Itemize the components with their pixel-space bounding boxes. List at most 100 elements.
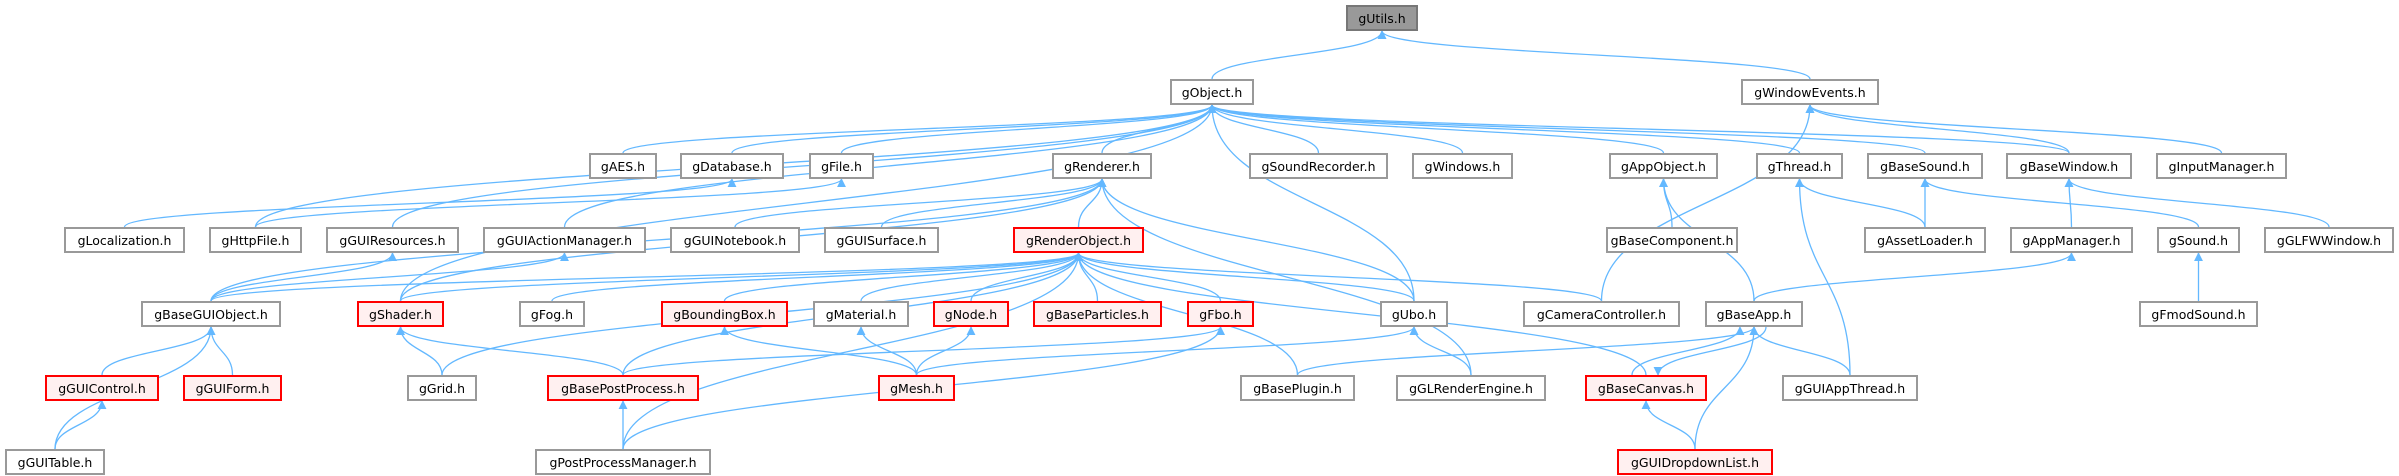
node-gGLRenderEngine[interactable]: gGLRenderEngine.h — [1396, 375, 1546, 401]
node-gBoundingBox[interactable]: gBoundingBox.h — [661, 301, 788, 327]
edge-gGUIActionManager-to-gObject — [563, 104, 1217, 228]
node-gMesh[interactable]: gMesh.h — [878, 375, 955, 401]
node-gGUINotebook[interactable]: gGUINotebook.h — [670, 227, 800, 253]
edge-gBaseApp-to-gBaseCanvas — [1653, 326, 1767, 376]
edge-gGUINotebook-to-gRenderer — [734, 178, 1107, 228]
edge-gAssetLoader-to-gThread — [1795, 178, 1926, 228]
node-gUtils[interactable]: gUtils.h — [1346, 5, 1418, 31]
edge-gInputManager-to-gWindowEvents — [1805, 104, 2223, 154]
node-gSoundRecorder[interactable]: gSoundRecorder.h — [1249, 153, 1388, 179]
node-gGUISurface[interactable]: gGUISurface.h — [824, 227, 939, 253]
edge-gFog-to-gRenderObject — [551, 252, 1083, 302]
edge-gBasePostProcess-to-gFbo — [622, 326, 1225, 376]
node-gRenderObject[interactable]: gRenderObject.h — [1013, 227, 1144, 253]
edge-gWindows-to-gObject — [1207, 104, 1464, 154]
edge-gFile-to-gObject — [840, 104, 1217, 154]
edge-gUbo-to-gObject — [1207, 104, 1415, 302]
node-gGUIForm[interactable]: gGUIForm.h — [183, 375, 282, 401]
edge-gGUIAppThread-to-gThread — [1795, 178, 1851, 376]
edge-gBasePlugin-to-gBaseApp — [1296, 326, 1759, 376]
node-gBaseGUIObject[interactable]: gBaseGUIObject.h — [141, 301, 281, 327]
edge-gFbo-to-gRenderObject — [1074, 252, 1222, 302]
node-gNode[interactable]: gNode.h — [933, 301, 1009, 327]
node-gBaseApp[interactable]: gBaseApp.h — [1705, 301, 1803, 327]
node-gGrid[interactable]: gGrid.h — [407, 375, 477, 401]
node-gLocalization[interactable]: gLocalization.h — [64, 227, 185, 253]
edge-gBaseApp-to-gAppManager — [1753, 252, 2076, 302]
node-gObject[interactable]: gObject.h — [1170, 79, 1254, 105]
node-gBaseWindow[interactable]: gBaseWindow.h — [2006, 153, 2132, 179]
node-gWindows[interactable]: gWindows.h — [1412, 153, 1513, 179]
edge-gBaseCanvas-to-gRenderObject — [1074, 252, 1647, 376]
edge-gBaseGUIObject-to-gRenderObject — [210, 252, 1083, 302]
edge-gWindowEvents-to-gUtils — [1377, 30, 1811, 80]
node-gFog[interactable]: gFog.h — [519, 301, 585, 327]
edge-gAppManager-to-gBaseWindow — [2064, 178, 2074, 228]
node-gGLFWWindow[interactable]: gGLFWWindow.h — [2264, 227, 2394, 253]
node-gGUIActionManager[interactable]: gGUIActionManager.h — [483, 227, 646, 253]
node-gRenderer[interactable]: gRenderer.h — [1052, 153, 1152, 179]
node-gHttpFile[interactable]: gHttpFile.h — [209, 227, 302, 253]
node-gFile[interactable]: gFile.h — [809, 153, 874, 179]
edge-gGUIDropdownList-to-gBaseCanvas — [1641, 400, 1696, 450]
edge-gUbo-to-gRenderObject — [1074, 252, 1415, 302]
node-gGUITable[interactable]: gGUITable.h — [5, 449, 105, 475]
node-gInputManager[interactable]: gInputManager.h — [2156, 153, 2287, 179]
edge-gMesh-to-gNode — [915, 326, 976, 376]
edge-gGUIControl-to-gBaseGUIObject — [101, 326, 216, 376]
edge-gHttpFile-to-gFile — [254, 178, 846, 228]
edge-gBaseGUIObject-to-gRenderer — [210, 178, 1107, 302]
node-gWindowEvents[interactable]: gWindowEvents.h — [1741, 79, 1879, 105]
node-gFbo[interactable]: gFbo.h — [1187, 301, 1254, 327]
node-gCameraController[interactable]: gCameraController.h — [1523, 301, 1680, 327]
edge-gAppObject-to-gObject — [1207, 104, 1665, 154]
edge-gGUIDropdownList-to-gBaseApp — [1694, 326, 1759, 450]
edge-gGUIAppThread-to-gBaseApp — [1749, 326, 1851, 376]
edge-gBaseSound-to-gObject — [1207, 104, 1926, 154]
edge-gBaseCanvas-to-gBaseApp — [1631, 326, 1745, 376]
node-gDatabase[interactable]: gDatabase.h — [680, 153, 784, 179]
node-gBaseSound[interactable]: gBaseSound.h — [1867, 153, 1983, 179]
edge-gMaterial-to-gRenderObject — [860, 252, 1083, 302]
node-gBaseCanvas[interactable]: gBaseCanvas.h — [1585, 375, 1707, 401]
node-gAES[interactable]: gAES.h — [589, 153, 657, 179]
edge-gBasePostProcess-to-gShader — [396, 326, 624, 376]
edge-gCameraController-to-gRenderObject — [1074, 252, 1603, 302]
edge-gBaseWindow-to-gObject — [1207, 104, 2070, 154]
node-gBaseParticles[interactable]: gBaseParticles.h — [1033, 301, 1162, 327]
edge-gShader-to-gObject — [399, 104, 1217, 302]
node-gSound[interactable]: gSound.h — [2157, 227, 2240, 253]
edge-gBaseWindow-to-gWindowEvents — [1805, 104, 2070, 154]
node-gThread[interactable]: gThread.h — [1756, 153, 1843, 179]
edge-gSound-to-gBaseSound — [1920, 178, 2200, 228]
node-gBasePostProcess[interactable]: gBasePostProcess.h — [547, 375, 699, 401]
edge-gGUIResources-to-gObject — [391, 104, 1217, 228]
node-gGUIDropdownList[interactable]: gGUIDropdownList.h — [1617, 449, 1773, 475]
node-gAppManager[interactable]: gAppManager.h — [2010, 227, 2133, 253]
edge-gThread-to-gObject — [1207, 104, 1801, 154]
node-gAppObject[interactable]: gAppObject.h — [1609, 153, 1718, 179]
edge-gGLRenderEngine-to-gRenderer — [1097, 178, 1472, 376]
edge-gCameraController-to-gWindowEvents — [1600, 104, 1815, 302]
edge-gDatabase-to-gObject — [731, 104, 1217, 154]
edge-gGrid-to-gShader — [396, 326, 443, 376]
node-gFmodSound[interactable]: gFmodSound.h — [2139, 301, 2258, 327]
node-gGUIControl[interactable]: gGUIControl.h — [45, 375, 159, 401]
edge-gLocalization-to-gDatabase — [123, 178, 737, 228]
node-gAssetLoader[interactable]: gAssetLoader.h — [1864, 227, 1986, 253]
node-gUbo[interactable]: gUbo.h — [1380, 301, 1448, 327]
edge-gBaseGUIObject-to-gGUIResources — [210, 252, 397, 302]
node-gGUIResources[interactable]: gGUIResources.h — [326, 227, 459, 253]
edge-gGUITable-to-gGUIControl — [54, 400, 107, 450]
node-gBaseComponent[interactable]: gBaseComponent.h — [1606, 227, 1738, 253]
edge-gShader-to-gRenderObject — [399, 252, 1083, 302]
edge-gGUISurface-to-gRenderer — [880, 178, 1107, 228]
node-gMaterial[interactable]: gMaterial.h — [813, 301, 909, 327]
node-gPostProcessManager[interactable]: gPostProcessManager.h — [535, 449, 711, 475]
edge-gMesh-to-gUbo — [915, 326, 1419, 376]
node-gShader[interactable]: gShader.h — [357, 301, 444, 327]
node-gGUIAppThread[interactable]: gGUIAppThread.h — [1782, 375, 1918, 401]
node-gBasePlugin[interactable]: gBasePlugin.h — [1240, 375, 1355, 401]
edge-gPostProcessManager-to-gRenderObject — [622, 252, 1083, 450]
